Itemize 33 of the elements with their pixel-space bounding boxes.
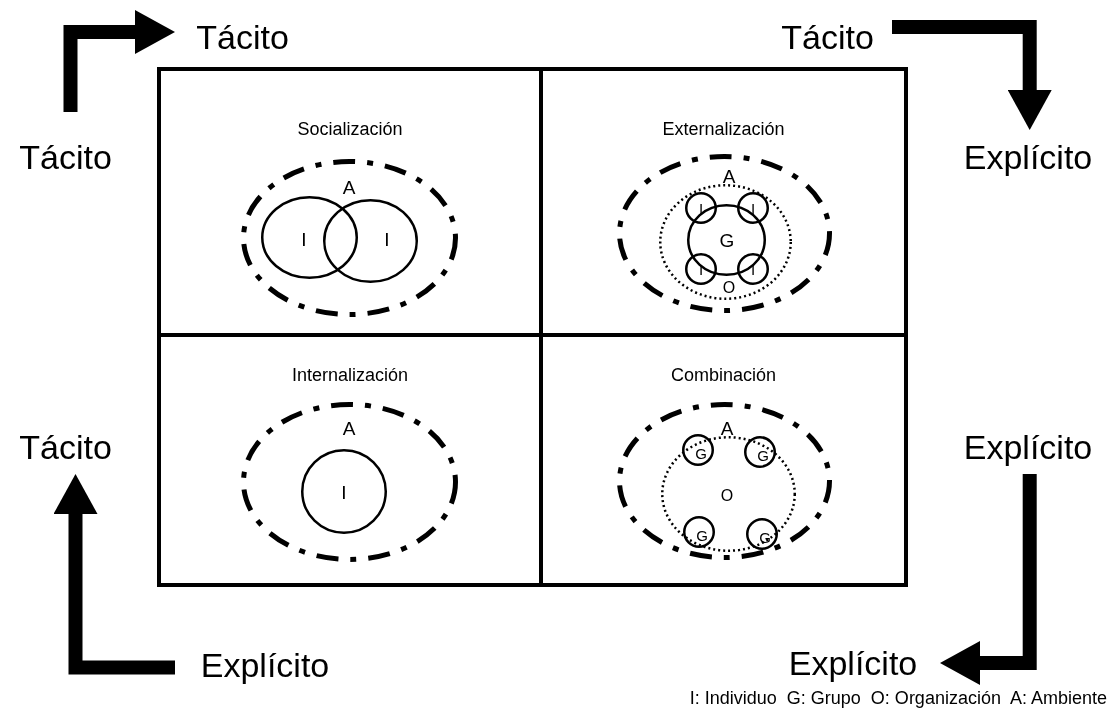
- quadrant-title: Internalización: [290, 365, 410, 386]
- mode-label: Tácito: [765, 12, 890, 62]
- thick-arrow: [53, 474, 175, 675]
- ellipse-letter: O: [720, 488, 734, 504]
- ellipse-letter: G: [757, 447, 769, 463]
- ellipse-letter: A: [342, 177, 356, 197]
- ellipse-letter: A: [342, 418, 356, 438]
- ellipse-letter: G: [696, 527, 708, 543]
- mode-label: Explícito: [943, 132, 1113, 182]
- ellipse-letter: G: [695, 445, 707, 461]
- mode-label: Tácito: [3, 422, 128, 472]
- quadrant-title: Combinación: [669, 365, 778, 386]
- ellipse-letter: I: [301, 229, 307, 249]
- ellipse-letter: I: [750, 200, 756, 216]
- thick-arrow: [63, 10, 175, 112]
- ellipse-letter: I: [341, 482, 347, 502]
- mode-label: Explícito: [943, 422, 1113, 472]
- ellipse-letter: O: [722, 280, 736, 296]
- mode-label: Tácito: [180, 12, 305, 62]
- ellipse-letter: G: [759, 529, 771, 545]
- quadrant-title: Externalización: [661, 119, 786, 140]
- quadrant-title: Socialización: [296, 119, 404, 140]
- ellipse-letter: A: [720, 418, 734, 438]
- ellipse-letter: I: [698, 200, 704, 216]
- mode-label: Explícito: [768, 638, 938, 688]
- ellipse-letter: A: [722, 166, 736, 186]
- thick-arrow: [940, 474, 1037, 685]
- mode-label: Tácito: [3, 132, 128, 182]
- ellipse-letter: G: [719, 230, 735, 250]
- mode-label: Explícito: [180, 640, 350, 690]
- thick-arrow: [892, 20, 1052, 130]
- legend-text: I: Individuo G: Grupo O: Organización A: Ambiente: [689, 688, 1107, 709]
- ellipse-letter: I: [384, 229, 390, 249]
